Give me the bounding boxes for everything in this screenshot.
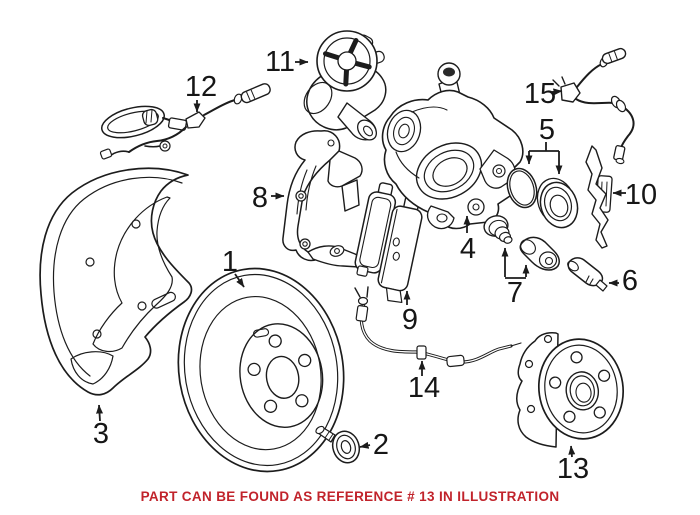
abs-wheel-speed-sensor <box>552 47 635 165</box>
callout-label-9: 9 <box>402 304 418 336</box>
callout-label-12: 12 <box>185 71 217 103</box>
callout-label-5: 5 <box>539 114 555 146</box>
brake-pad-set <box>354 182 423 304</box>
caliper-seal-kit <box>506 167 579 229</box>
reference-note: PART CAN BE FOUND AS REFERENCE # 13 IN I… <box>140 489 560 504</box>
brake-caliper <box>381 62 524 230</box>
callout-arrow-15 <box>551 88 563 96</box>
caliper-carrier-bracket <box>282 130 363 268</box>
callout-arrow-3 <box>96 404 104 422</box>
caliper-guide-pin <box>567 257 608 292</box>
callout-label-7: 7 <box>507 277 523 309</box>
callout-label-14: 14 <box>408 372 440 404</box>
callout-label-1: 1 <box>222 246 238 278</box>
callout-label-10: 10 <box>625 179 657 211</box>
wheel-hub <box>516 332 625 448</box>
parking-brake-actuator <box>303 30 387 141</box>
callout-label-13: 13 <box>557 453 589 485</box>
callout-label-15: 15 <box>524 78 556 110</box>
brake-pad-wear-sensor <box>99 83 271 160</box>
callout-label-8: 8 <box>252 182 268 214</box>
callout-arrow-2 <box>359 441 371 449</box>
callout-labels: 1 2 3 4 5 6 7 8 9 10 11 12 13 14 15 <box>93 46 657 485</box>
brake-rotor <box>177 267 345 473</box>
pad-retaining-spring <box>585 145 613 249</box>
dust-shield <box>39 167 193 396</box>
callout-arrow-13 <box>568 445 576 458</box>
callout-label-6: 6 <box>622 265 638 297</box>
callout-label-4: 4 <box>460 233 476 265</box>
callout-label-3: 3 <box>93 418 109 450</box>
callout-label-2: 2 <box>373 429 389 461</box>
callout-label-11: 11 <box>265 46 295 78</box>
callout-arrows <box>96 58 626 458</box>
rotor-set-screw <box>315 425 361 464</box>
callout-arrow-1 <box>234 273 245 288</box>
guide-pin-bushings <box>483 215 560 271</box>
parking-brake-cable <box>354 286 522 368</box>
callout-bracket-5 <box>529 142 559 152</box>
